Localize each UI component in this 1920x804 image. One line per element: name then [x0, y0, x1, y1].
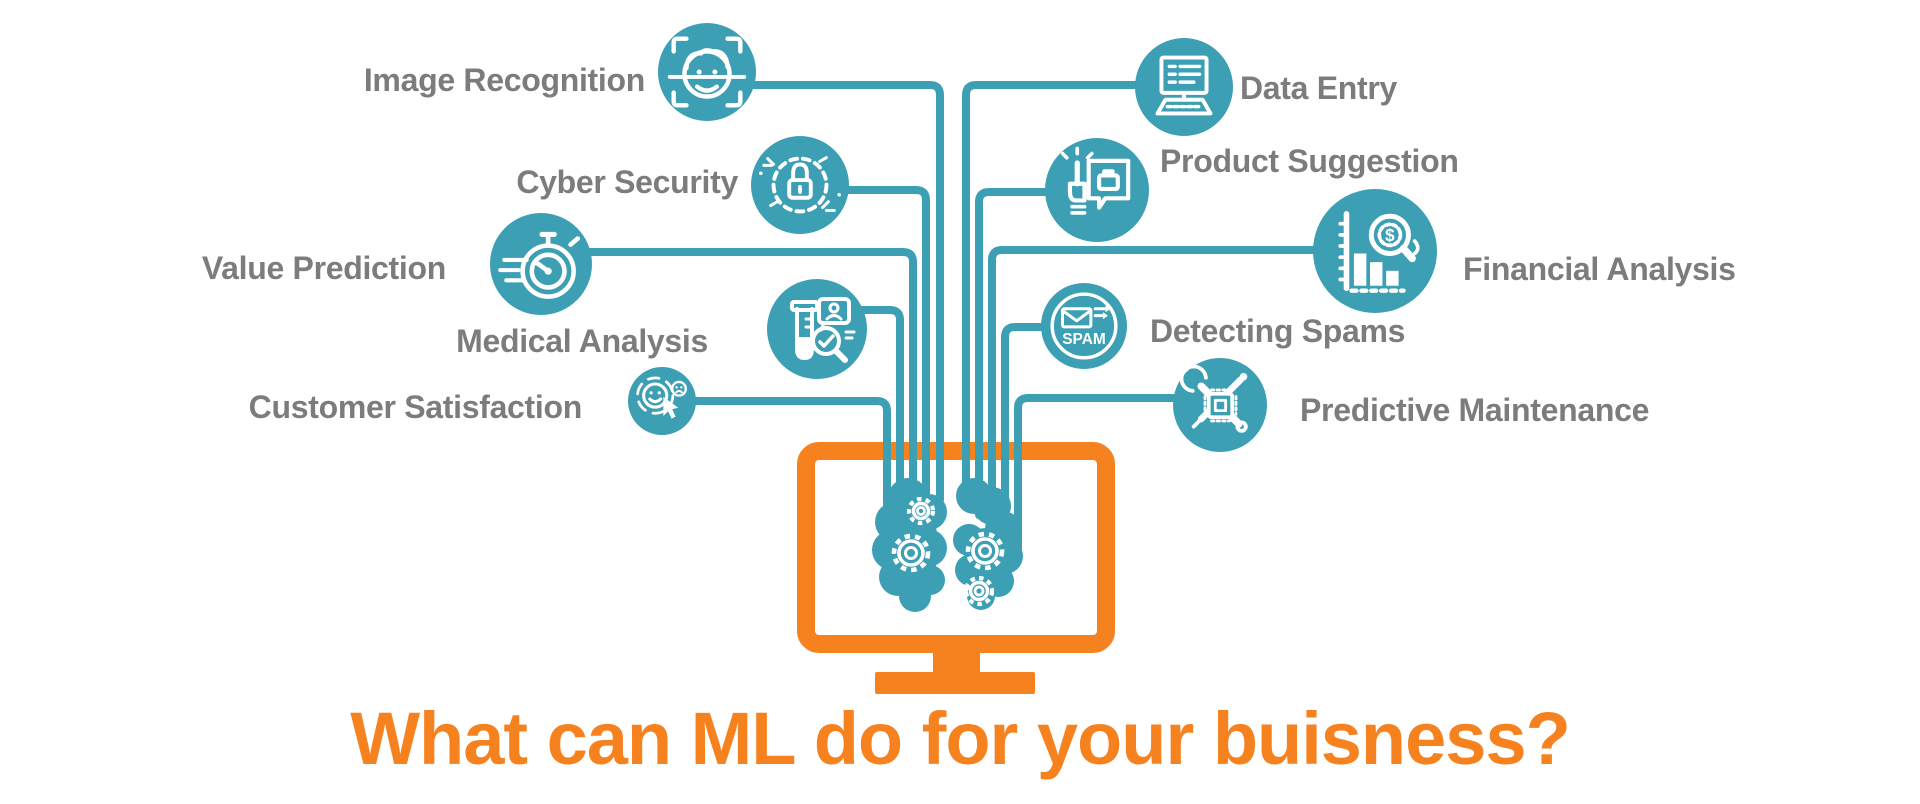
spam-envelope-icon: SPAM — [1041, 283, 1127, 369]
label-detecting-spams: Detecting Spams — [1150, 313, 1406, 349]
label-predictive-maintenance: Predictive Maintenance — [1300, 392, 1650, 428]
label-customer-satisfaction: Customer Satisfaction — [248, 389, 583, 425]
stopwatch-icon — [490, 213, 592, 315]
padlock-circuit-icon — [751, 136, 849, 234]
spam-label: SPAM — [1062, 331, 1106, 348]
label-image-recognition: Image Recognition — [363, 62, 645, 98]
page-title: What can ML do for your buisness? — [350, 697, 1571, 780]
dollar-symbol: $ — [1385, 225, 1395, 245]
monitor-stand-neck — [933, 650, 980, 676]
monitor-stand-base — [875, 672, 1035, 694]
test-tube-magnifier-icon — [767, 279, 867, 379]
face-recognition-icon — [658, 23, 756, 121]
label-data-entry: Data Entry — [1240, 70, 1398, 106]
monitor-frame — [797, 442, 1115, 653]
suggestion-bubble-icon — [1045, 138, 1149, 242]
label-product-suggestion: Product Suggestion — [1160, 143, 1459, 179]
smiley-feedback-icon — [628, 367, 696, 435]
label-medical-analysis: Medical Analysis — [456, 323, 708, 359]
wrench-chip-icon — [1173, 358, 1267, 452]
computer-keyboard-icon — [1135, 38, 1233, 136]
bar-chart-magnifier-icon: $ — [1313, 189, 1437, 313]
label-value-prediction: Value Prediction — [201, 250, 446, 286]
label-cyber-security: Cyber Security — [516, 164, 738, 200]
label-financial-analysis: Financial Analysis — [1463, 251, 1736, 287]
